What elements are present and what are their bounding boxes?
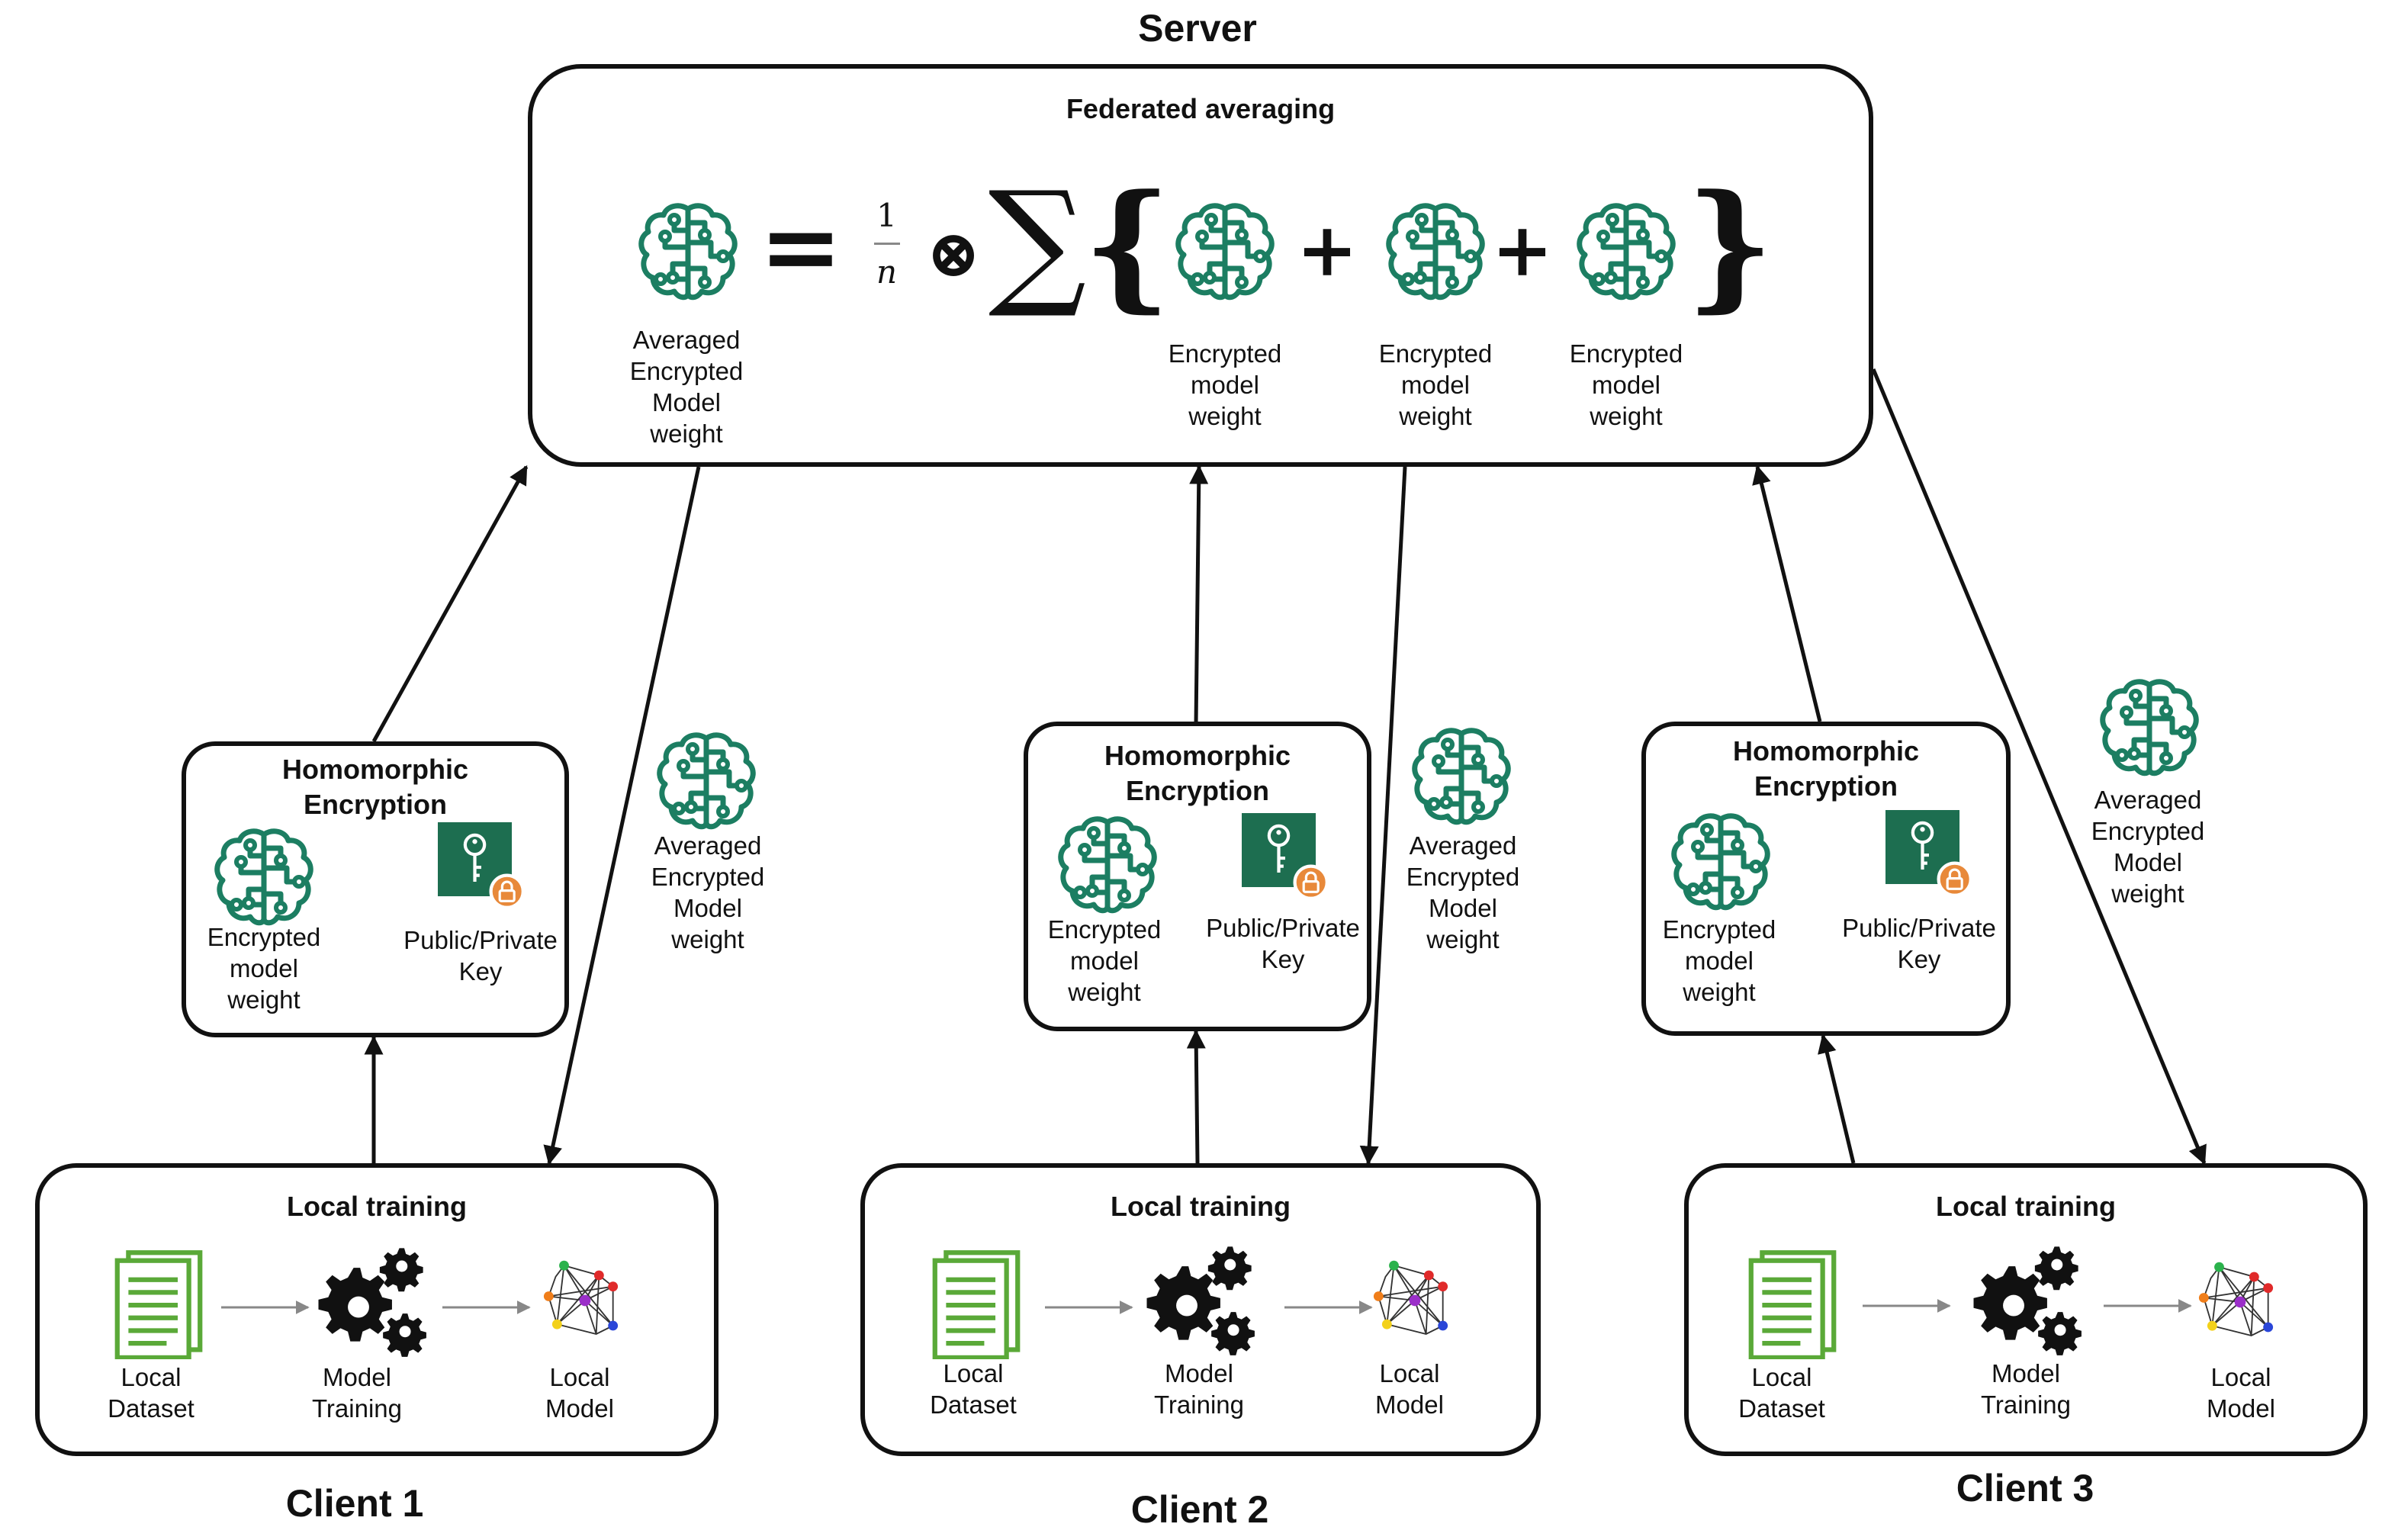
broadcast-label-3: Averaged Encrypted Model weight	[2091, 786, 2205, 908]
dataset-label: Local Dataset	[1738, 1363, 1825, 1423]
key-icon	[1885, 810, 1974, 899]
server-title: Server	[1138, 7, 1257, 50]
local-training-title: Local training	[1935, 1191, 2117, 1222]
fraction-numerator: 1	[876, 197, 897, 234]
client-1-label: Client 1	[285, 1482, 424, 1525]
model-label: Local Model	[2207, 1363, 2275, 1423]
arrow-enc2-to-server	[1189, 465, 1209, 725]
encrypted-weight-brain-icon	[1054, 813, 1161, 920]
fraction-bar	[874, 243, 900, 245]
local-training-title: Local training	[1110, 1191, 1291, 1222]
server-box: Federated averaging	[528, 64, 1873, 467]
broadcast-label-2: Averaged Encrypted Model weight	[1406, 831, 1520, 953]
flow-arrow	[442, 1300, 531, 1314]
client-3-label: Client 3	[1956, 1467, 2094, 1509]
training-label: Model Training	[1154, 1359, 1244, 1419]
model-label: Local Model	[1375, 1359, 1444, 1419]
averaged-weight-label: Averaged Encrypted Model weight	[629, 326, 744, 448]
left-brace: {	[1083, 165, 1172, 326]
training-label: Model Training	[1981, 1359, 2071, 1419]
encryption-box-client-2: Homomorphic Encryption	[1024, 722, 1371, 1031]
flow-arrow	[1863, 1299, 1951, 1313]
key-label: Public/Private Key	[403, 926, 558, 985]
encrypted-weight-brain-icon-2	[1382, 200, 1489, 307]
local-training-title: Local training	[286, 1191, 468, 1222]
encrypted-weight-brain-icon	[211, 825, 317, 932]
network-model-icon	[543, 1259, 627, 1342]
otimes-operator: ⊗	[925, 215, 982, 292]
encrypted-weight-label-1: Encrypted model weight	[1168, 339, 1282, 430]
broadcast-label-1: Averaged Encrypted Model weight	[651, 831, 765, 953]
key-label: Public/Private Key	[1206, 914, 1360, 973]
plus-operator-2: +	[1491, 207, 1554, 293]
key-label: Public/Private Key	[1842, 914, 1996, 973]
federated-averaging-title: Federated averaging	[1066, 93, 1336, 124]
document-icon	[1744, 1248, 1841, 1359]
encrypted-weight-label: Encrypted model weight	[207, 923, 321, 1014]
gears-icon	[313, 1243, 427, 1358]
key-icon	[438, 822, 526, 911]
model-label: Local Model	[545, 1363, 614, 1423]
fraction-denominator: n	[876, 253, 898, 291]
arrow-enc1-to-server	[371, 465, 529, 743]
flow-arrow	[2104, 1299, 2192, 1313]
encryption-title: Homomorphic Encryption	[1732, 735, 1919, 802]
arrow-enc3-to-server	[1752, 465, 1822, 722]
sigma-operator: ∑	[988, 162, 1087, 322]
encrypted-weight-brain-icon	[1667, 810, 1774, 917]
broadcast-brain-icon-1	[653, 729, 760, 836]
flow-arrow	[1284, 1300, 1373, 1314]
flow-arrow	[221, 1300, 310, 1314]
arrow-server-to-local2	[1359, 466, 1407, 1165]
client-2-label: Client 2	[1130, 1488, 1269, 1531]
equals-sign: =	[759, 188, 843, 304]
network-model-icon	[2198, 1260, 2282, 1344]
training-label: Model Training	[312, 1363, 402, 1423]
gears-icon	[1141, 1242, 1255, 1356]
broadcast-brain-icon-2	[1408, 725, 1515, 831]
encrypted-weight-label: Encrypted model weight	[1662, 915, 1776, 1006]
dataset-label: Local Dataset	[108, 1363, 194, 1423]
encrypted-weight-brain-icon-3	[1573, 200, 1680, 307]
plus-operator-1: +	[1296, 207, 1358, 293]
dataset-label: Local Dataset	[930, 1359, 1017, 1419]
document-icon	[110, 1248, 207, 1359]
arrow-local2-to-enc2	[1186, 1029, 1206, 1164]
encrypted-weight-label-3: Encrypted model weight	[1569, 339, 1683, 430]
gears-icon	[1968, 1242, 2082, 1356]
network-model-icon	[1373, 1259, 1457, 1342]
broadcast-brain-icon-3	[2096, 676, 2203, 783]
key-icon	[1242, 813, 1330, 902]
encryption-title: Homomorphic Encryption	[1104, 740, 1291, 806]
encrypted-weight-brain-icon-1	[1172, 200, 1278, 307]
right-brace: }	[1686, 165, 1774, 326]
arrow-local3-to-enc3	[1818, 1034, 1856, 1164]
document-icon	[927, 1248, 1025, 1359]
averaged-weight-brain-icon	[635, 200, 741, 307]
encryption-title: Homomorphic Encryption	[281, 754, 468, 820]
encrypted-weight-label-2: Encrypted model weight	[1378, 339, 1493, 430]
encrypted-weight-label: Encrypted model weight	[1047, 915, 1162, 1006]
flow-arrow	[1045, 1300, 1133, 1314]
